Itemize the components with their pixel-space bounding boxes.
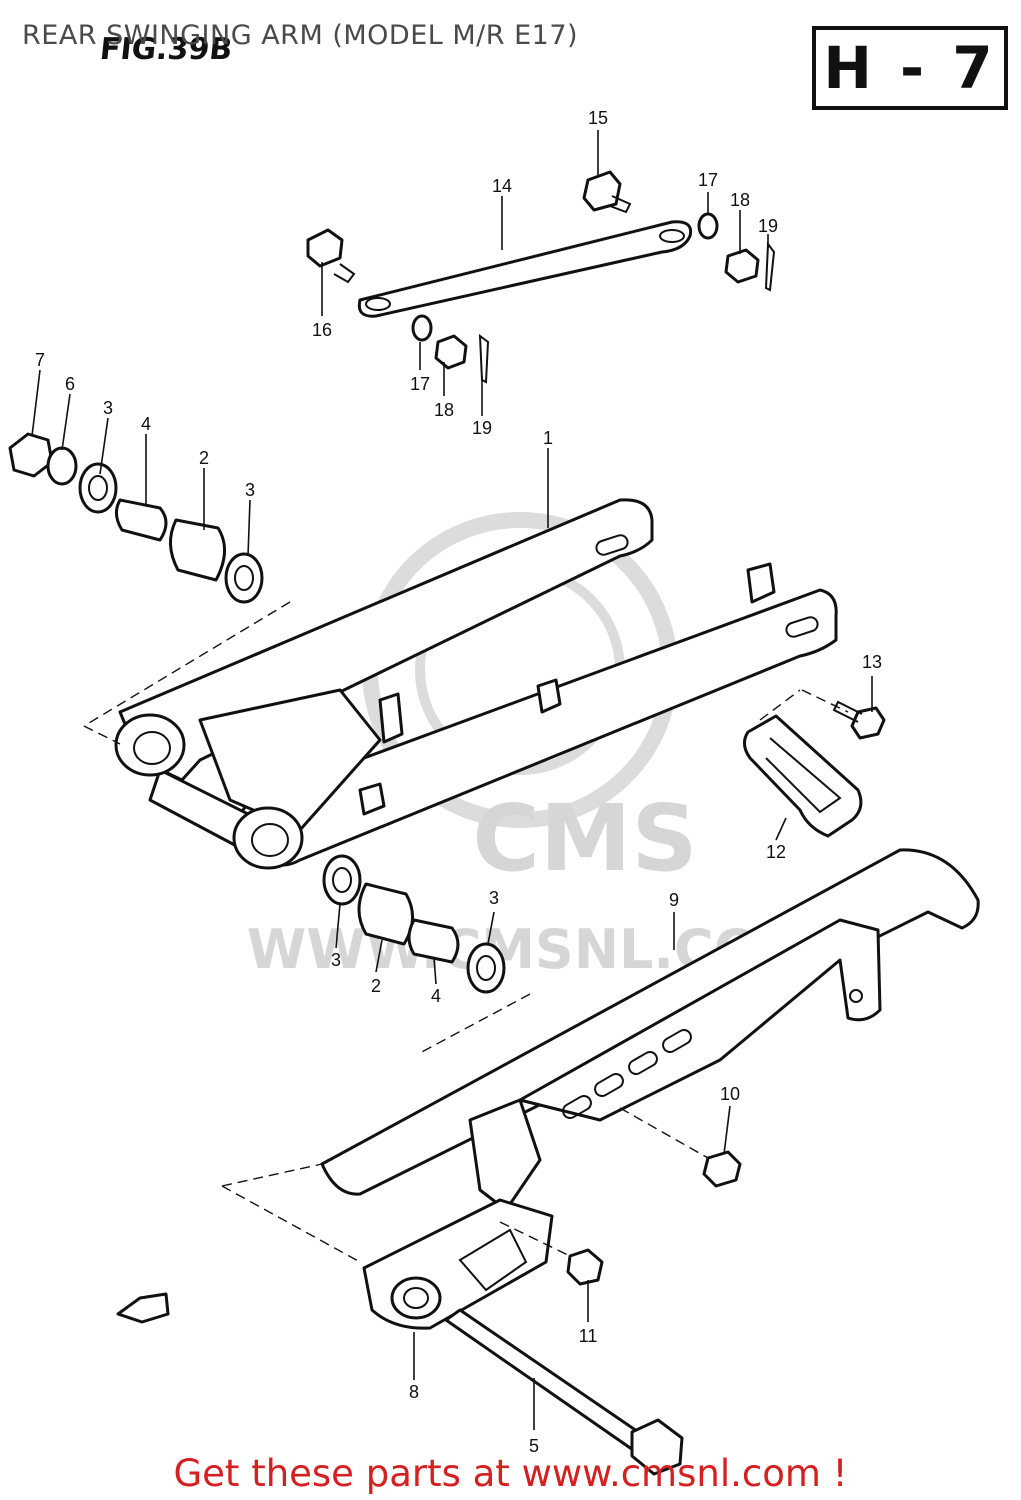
callout-11: 11 [579, 1326, 598, 1346]
watermark-brand: CMS [472, 785, 697, 892]
callout-3c: 3 [331, 950, 341, 970]
callout-14: 14 [492, 176, 512, 196]
bracket-bolt-part [566, 1248, 604, 1286]
pivot-shaft-part [444, 1308, 684, 1476]
left-pivot-bushings [8, 432, 264, 604]
callout-17b: 17 [410, 374, 430, 394]
callout-8: 8 [409, 1382, 419, 1402]
callout-19b: 19 [472, 418, 492, 438]
callout-3a: 3 [103, 398, 113, 418]
torque-link-part [357, 220, 693, 318]
callout-18b: 18 [434, 400, 454, 420]
callout-19a: 19 [758, 216, 778, 236]
footer-link-text[interactable]: Get these parts at www.cmsnl.com ! [173, 1452, 848, 1495]
callout-2a: 2 [199, 448, 209, 468]
callout-3d: 3 [489, 888, 499, 908]
assembly-lines [83, 601, 849, 1263]
page-code-box: H - 7 [812, 26, 1008, 110]
callout-10: 10 [720, 1084, 740, 1104]
callout-leaders [31, 130, 873, 1430]
swinging-arm-part [114, 498, 838, 870]
torque-link-bolt-part [582, 170, 632, 214]
torque-link-bolt-lower-part [306, 228, 356, 284]
callout-6: 6 [65, 374, 75, 394]
front-direction-arrow-icon [116, 1292, 170, 1324]
callout-4b: 4 [431, 986, 441, 1006]
page-title: REAR SWINGING ARM (MODEL M/R E17) [22, 20, 579, 51]
chain-guide-part [743, 714, 863, 838]
lower-washer-nut-pin [411, 314, 490, 384]
callout-13: 13 [862, 652, 882, 672]
callout-4a: 4 [141, 414, 151, 434]
callout-1: 1 [543, 428, 553, 448]
right-pivot-bushings [322, 854, 506, 994]
chain-guide-bolt-part [832, 700, 886, 740]
callout-15: 15 [588, 108, 608, 128]
callout-7: 7 [35, 350, 45, 370]
callout-18a: 18 [730, 190, 750, 210]
chain-case-bolt-part [702, 1150, 742, 1188]
callout-12: 12 [766, 842, 786, 862]
callout-16: 16 [312, 320, 332, 340]
brake-bracket-part [362, 1198, 554, 1330]
callout-2b: 2 [371, 976, 381, 996]
callout-5: 5 [529, 1436, 539, 1456]
callout-9: 9 [669, 890, 679, 910]
chain-case-part [320, 848, 980, 1212]
callout-17a: 17 [698, 170, 718, 190]
callout-3b: 3 [245, 480, 255, 500]
callout-numbers: 1 2 3 3 4 6 7 14 15 16 17 18 19 17 18 19… [35, 108, 882, 1456]
